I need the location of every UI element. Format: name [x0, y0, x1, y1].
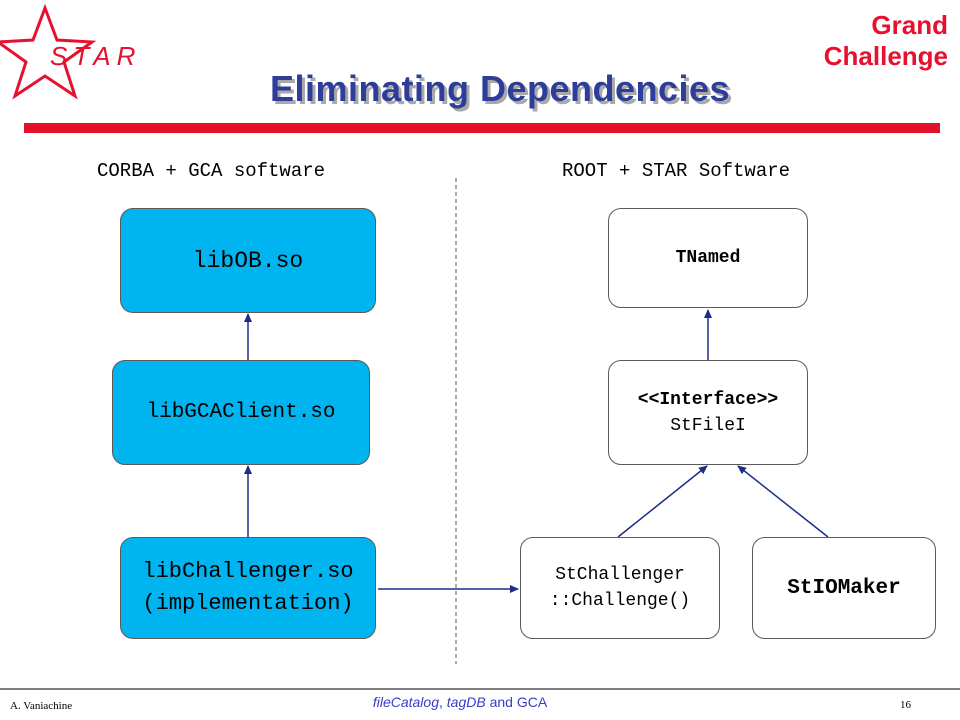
footer-part-2: tagDB: [446, 694, 486, 710]
libgcaclient-label: libGCAClient.so: [146, 400, 336, 424]
stfilei-label: StFileI: [670, 415, 746, 436]
libgcaclient-box: libGCAClient.so: [112, 360, 370, 465]
footer-divider: [0, 688, 960, 690]
libchallenger-box: libChallenger.so (implementation): [120, 537, 376, 639]
arrow-stiomaker-to-interface: [737, 465, 829, 538]
brand-line-2: Challenge: [823, 41, 948, 71]
left-column-heading: CORBA + GCA software: [97, 160, 326, 182]
author-label: A. Vaniachine: [10, 700, 73, 712]
interface-stereotype-label: <<Interface>>: [637, 389, 779, 410]
footer-sep-2: and GCA: [485, 694, 548, 710]
stfilei-interface-box: <<Interface>> StFileI: [608, 360, 808, 465]
tnamed-box: TNamed: [608, 208, 808, 308]
right-column-heading: ROOT + STAR Software: [562, 160, 791, 182]
stiomaker-label: StIOMaker: [787, 576, 901, 600]
brand-line-1: Grand: [871, 10, 948, 40]
star-icon: [0, 3, 97, 100]
logo-text: STAR: [50, 41, 141, 71]
page-title: Eliminating Dependencies: [269, 68, 731, 109]
libob-box: libOB.so: [120, 208, 376, 313]
footer-part-1: fileCatalog: [372, 694, 439, 710]
libob-label: libOB.so: [192, 247, 304, 274]
footer-caption: fileCatalog, tagDB and GCA: [340, 694, 580, 710]
footer-sep-1: ,: [438, 694, 447, 710]
libchallenger-label-2: (implementation): [142, 591, 354, 616]
brand-label: Grand Challenge: [824, 10, 948, 72]
arrow-stchallenger-to-interface: [617, 465, 708, 538]
page-number: 16: [900, 699, 911, 711]
libchallenger-label-1: libChallenger.so: [142, 559, 354, 584]
title-underline: [24, 123, 940, 133]
stchallenger-label-1: StChallenger: [555, 565, 685, 585]
stchallenger-box: StChallenger ::Challenge(): [520, 537, 720, 639]
tnamed-label: TNamed: [675, 248, 741, 268]
stchallenger-label-2: ::Challenge(): [549, 591, 691, 611]
stiomaker-box: StIOMaker: [752, 537, 936, 639]
star-logo: STAR: [0, 3, 141, 100]
